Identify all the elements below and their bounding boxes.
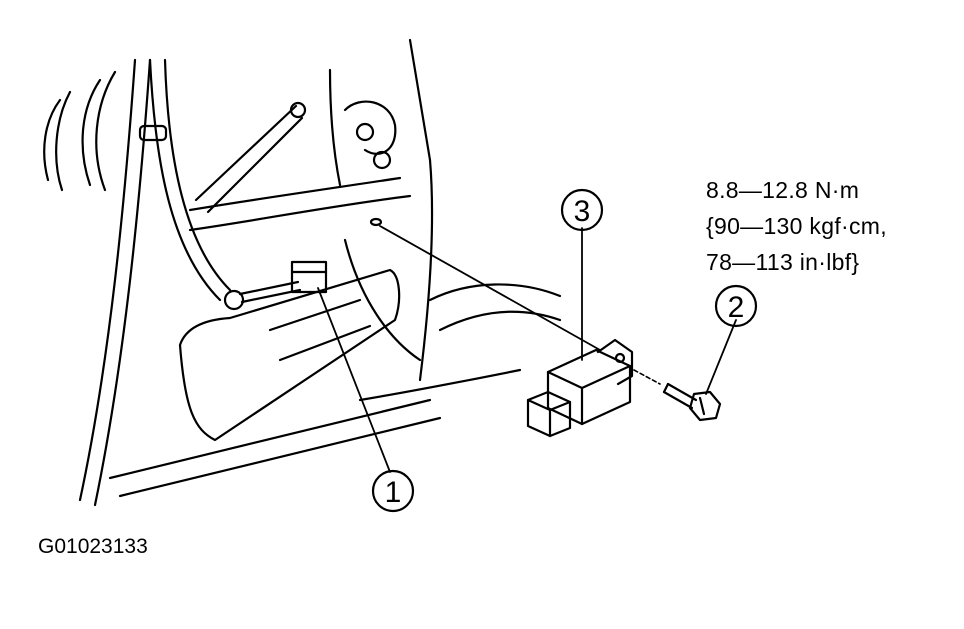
callout-3-number: 3 [574, 195, 591, 228]
leader-lines [317, 227, 737, 473]
callout-1-number: 1 [385, 476, 402, 509]
door-pillar-outline [43, 58, 152, 507]
upper-bracket-panel [188, 38, 434, 382]
figure-id: G01023133 [38, 535, 148, 558]
callout-3: 3 [560, 188, 604, 232]
torque-specification: 8.8—12.8 N·m {90—130 kgf·cm, 78—113 in·l… [706, 172, 887, 280]
callout-2: 2 [714, 284, 758, 328]
wiring-harness [138, 58, 302, 311]
brace-rod [194, 101, 307, 214]
control-unit [526, 338, 634, 438]
mounting-hole [369, 217, 601, 351]
mounting-bolt [633, 369, 722, 422]
callout-1: 1 [371, 469, 415, 513]
callout-2-number: 2 [728, 291, 745, 324]
lower-floor-panel [108, 238, 562, 498]
torque-line-2: {90—130 kgf·cm, [706, 213, 887, 239]
torque-line-1: 8.8—12.8 N·m [706, 177, 860, 203]
harness-connector [290, 260, 328, 294]
torque-line-3: 78—113 in·lbf} [706, 249, 860, 275]
